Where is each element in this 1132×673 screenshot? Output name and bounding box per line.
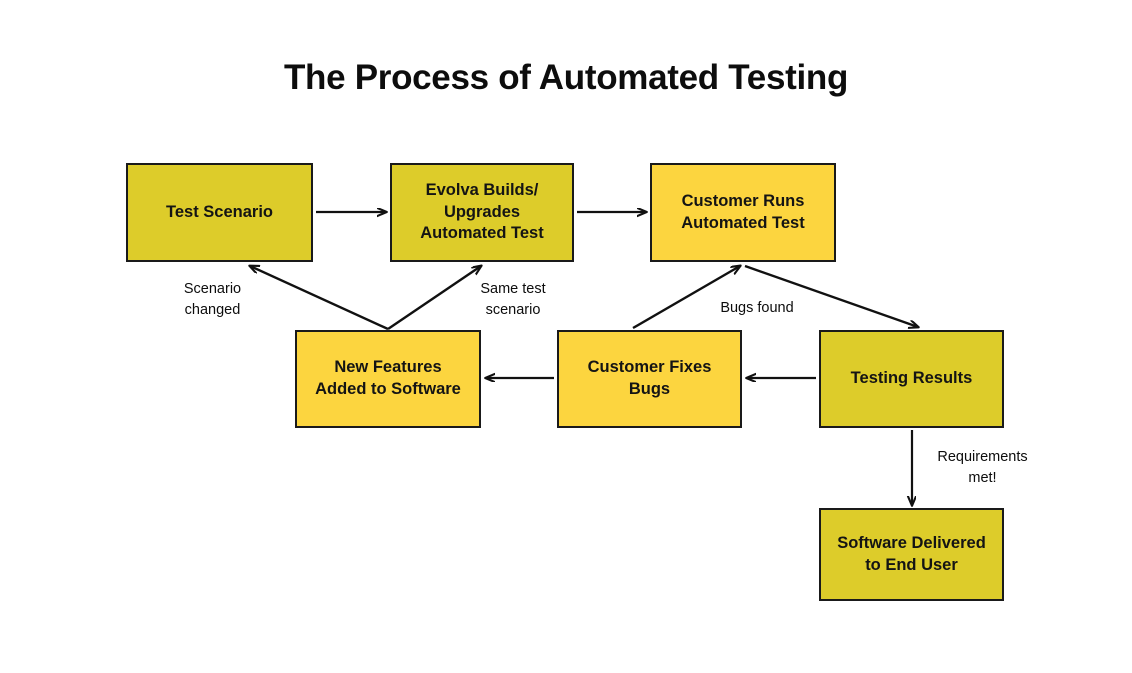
arrow-customer-fixes-to-customer-runs — [632, 266, 740, 330]
node-label: Testing Results — [850, 369, 973, 388]
arrow-customer-runs-to-testing-results — [744, 264, 918, 327]
edge-label-requirements-met: Requirements met! — [937, 449, 1028, 486]
node-label: Customer Fixes Bugs — [587, 358, 712, 398]
node-label: Evolva Builds/ Upgrades Automated Test — [420, 180, 544, 243]
edge-label-bugs-found: Bugs found — [720, 300, 794, 316]
node-software-delivered[interactable]: Software Delivered to End User — [819, 508, 1004, 601]
node-label: Customer Runs Automated Test — [681, 191, 805, 232]
node-customer-fixes-bugs[interactable]: Customer Fixes Bugs — [557, 330, 742, 428]
node-customer-runs-automated-test[interactable]: Customer Runs Automated Test — [650, 163, 836, 262]
node-new-features[interactable]: New Features Added to Software — [295, 330, 481, 428]
arrow-new-features-to-evolva — [387, 266, 481, 330]
edge-label-scenario-changed: Scenario changed — [183, 281, 242, 318]
page-title: The Process of Automated Testing — [283, 58, 849, 97]
node-label: New Features Added to Software — [315, 358, 461, 398]
node-evolva-builds[interactable]: Evolva Builds/ Upgrades Automated Test — [390, 163, 574, 262]
edge-label-same-test-scenario: Same test scenario — [480, 281, 546, 318]
node-testing-results[interactable]: Testing Results — [819, 330, 1004, 428]
arrow-new-features-to-test-scenario — [250, 266, 389, 331]
node-label: Test Scenario — [166, 202, 273, 221]
node-test-scenario[interactable]: Test Scenario — [126, 163, 313, 262]
node-label: Software Delivered to End User — [837, 533, 986, 574]
